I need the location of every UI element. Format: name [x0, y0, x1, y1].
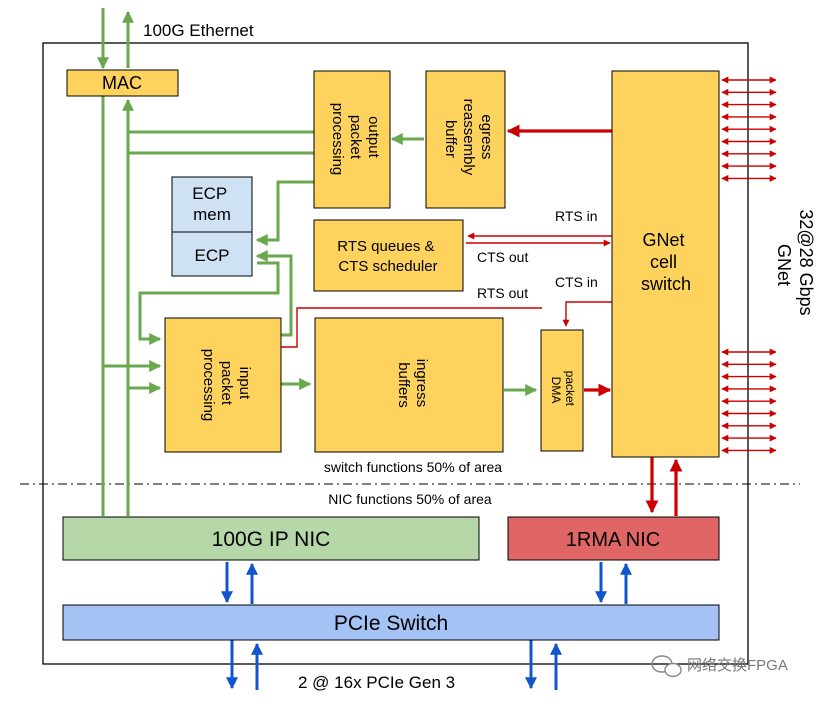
pcie-switch-block: PCIe Switch [62, 604, 720, 641]
ingress-buffers-label: ingress buffers [395, 359, 430, 412]
pcie-gen-label: 2 @ 16x PCIe Gen 3 [298, 673, 455, 692]
ecp-block: ECP [171, 231, 253, 277]
wechat-watermark: 网络交换FPGA [651, 655, 788, 678]
nic-area-note: NIC functions 50% of area [328, 491, 492, 507]
ingress-buffers-block: ingress buffers [314, 317, 504, 453]
packet-dma-label: packet DMA [549, 371, 577, 410]
ip-nic-block: 100G IP NIC [62, 516, 480, 561]
egress-buffer-block: egress reassembly buffer [425, 70, 506, 209]
ip-nic-label: 100G IP NIC [212, 528, 331, 551]
wechat-icon [651, 655, 682, 678]
output-processing-block: output packet processing [313, 70, 391, 209]
rts-out-label: RTS out [477, 285, 528, 301]
switch-area-note: switch functions 50% of area [324, 459, 502, 475]
rma-nic-label: 1RMA NIC [566, 529, 660, 551]
gnet-serial-links [721, 76, 777, 454]
pcie-arrows [221, 562, 632, 690]
mac-block: MAC [66, 69, 179, 97]
input-processing-block: input packet processing [164, 317, 282, 453]
gnet-switch-block: GNet cell switch [611, 70, 720, 458]
watermark-text: 网络交换FPGA [687, 656, 788, 674]
mac-label: MAC [102, 73, 142, 93]
ethernet-label: 100G Ethernet [143, 21, 254, 40]
gnet-speed-label: 32@28 Gbps GNet [774, 209, 816, 320]
ecp-label: ECP [195, 246, 230, 265]
rts-scheduler-label: RTS queues & CTS scheduler [337, 238, 438, 275]
rts-scheduler-block: RTS queues & CTS scheduler [313, 219, 464, 292]
ecp-mem-label: ECP mem [192, 184, 231, 224]
output-processing-label: output packet processing [329, 103, 382, 176]
packet-dma-block: packet DMA [540, 329, 584, 452]
gnet-switch-label: GNet cell switch [641, 230, 691, 294]
pcie-switch-label: PCIe Switch [334, 612, 448, 635]
rts-in-label: RTS in [555, 208, 598, 224]
input-processing-label: input packet processing [200, 349, 253, 422]
ecp-mem-block: ECP mem [171, 176, 253, 233]
red-signal-paths [281, 124, 683, 516]
cts-out-label: CTS out [477, 249, 528, 265]
egress-buffer-label: egress reassembly buffer [442, 99, 495, 180]
cts-in-label: CTS in [555, 274, 598, 290]
rma-nic-block: 1RMA NIC [507, 516, 720, 561]
green-data-paths [97, 8, 538, 516]
